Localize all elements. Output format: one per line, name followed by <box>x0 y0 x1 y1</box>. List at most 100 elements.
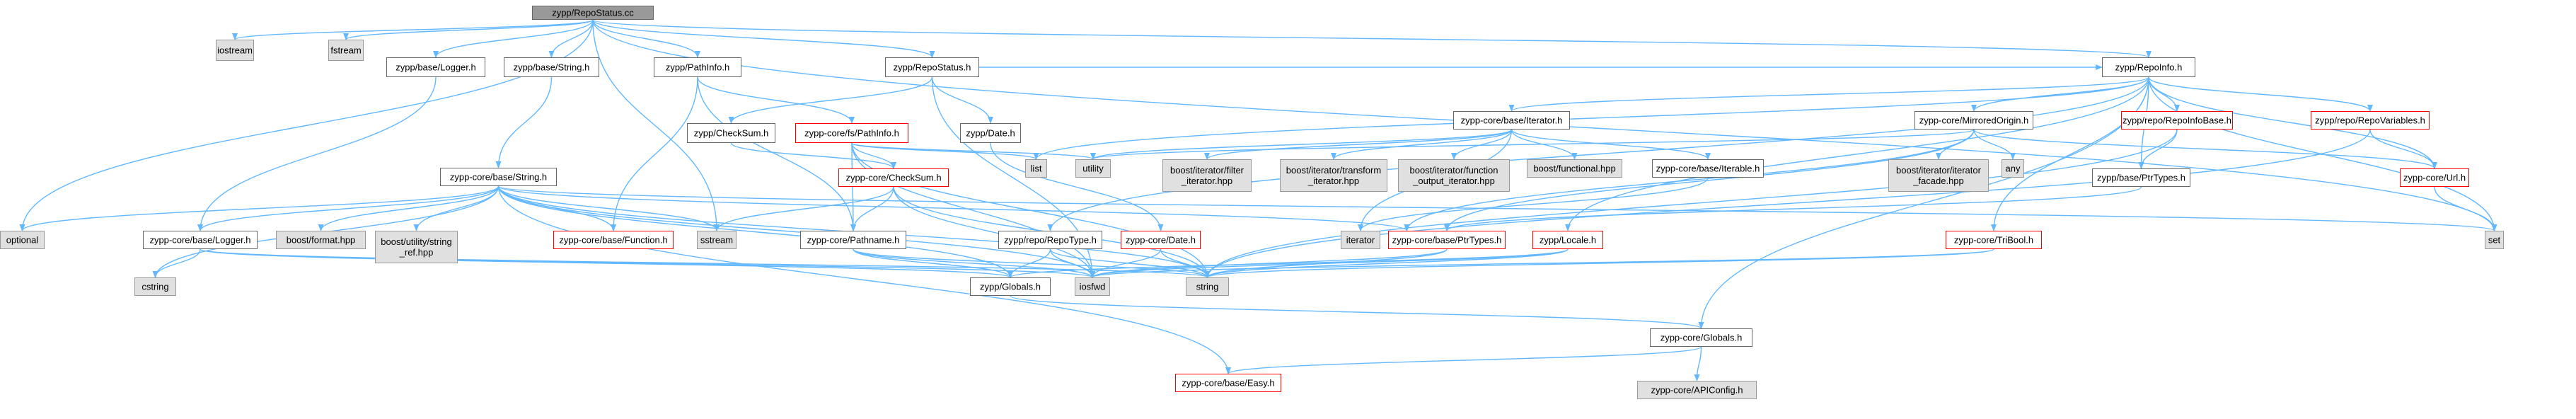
node-label: boost/iterator/function <box>1409 165 1498 176</box>
node-core-string[interactable]: zypp-core/base/String.h <box>440 168 557 186</box>
node-core-logger[interactable]: zypp-core/base/Logger.h <box>143 231 258 249</box>
node-box <box>960 123 1021 143</box>
edge-core_logger-to-iosfwd <box>200 248 1095 278</box>
node-fs-pathinfo[interactable]: zypp-core/fs/PathInfo.h <box>795 123 908 143</box>
edge-repoinfo_h-to-locale_h <box>1565 76 2149 231</box>
node-box <box>143 231 258 249</box>
edge-locale_h-to-globals_h <box>1007 248 1569 278</box>
edge-base_string-to-core_string <box>495 76 553 168</box>
node-repoinfo-h[interactable]: zypp/RepoInfo.h <box>2102 57 2195 77</box>
edge-reposta_cc-to-optional <box>19 19 594 231</box>
node-label: zypp/base/Logger.h <box>395 62 475 73</box>
node-label: zypp/PathInfo.h <box>666 62 729 73</box>
node-core-iterable[interactable]: zypp-core/base/Iterable.h <box>1652 159 1764 178</box>
node-box <box>2002 159 2024 178</box>
node-box <box>1637 381 1757 399</box>
node-tribool[interactable]: zypp-core/TriBool.h <box>1946 231 2042 249</box>
node-base-logger[interactable]: zypp/base/Logger.h <box>386 57 485 77</box>
node-label: set <box>2488 235 2501 246</box>
node-boost-functional: boost/functional.hpp <box>1527 159 1622 178</box>
node-label: zypp-core/CheckSum.h <box>845 173 941 183</box>
node-label: boost/iterator/transform <box>1286 165 1381 176</box>
node-label: sstream <box>700 235 733 246</box>
node-label: _iterator.hpp <box>1181 176 1232 186</box>
edge-repo_repotype-to-string <box>1049 248 1211 278</box>
edge-checksum_h-to-core_checksum <box>730 142 896 169</box>
node-label: zypp/base/PtrTypes.h <box>2097 173 2185 183</box>
edge-core_string-to-optional <box>19 185 499 231</box>
node-date-h[interactable]: zypp/Date.h <box>960 123 1021 143</box>
node-reposta-cc[interactable]: zypp/RepoStatus.cc <box>532 6 654 20</box>
node-label: any <box>2006 163 2021 174</box>
node-label: zypp-core/base/Iterable.h <box>1656 163 1760 174</box>
node-string: string <box>1186 277 1229 296</box>
edge-repostatus_h-to-checksum_h <box>728 76 933 124</box>
edge-reposta_cc-to-repostatus_h <box>592 19 935 58</box>
edge-reposta_cc-to-repoinfo_h <box>592 19 2152 58</box>
node-base-string[interactable]: zypp/base/String.h <box>504 57 599 77</box>
node-box <box>1175 374 1281 392</box>
edge-repoinfobase-to-base_ptrtypes <box>2138 129 2178 169</box>
node-globals-h[interactable]: zypp/Globals.h <box>970 277 1051 296</box>
edge-fs_pathinfo-to-iosfwd <box>851 142 1095 278</box>
edge-locale_h-to-string <box>1204 248 1569 278</box>
node-base-ptrtypes[interactable]: zypp/base/PtrTypes.h <box>2092 168 2190 187</box>
edge-core_string-to-iosfwd <box>497 185 1095 278</box>
node-label: zypp/Locale.h <box>1540 235 1596 246</box>
node-box <box>1398 159 1510 192</box>
edge-pathinfo-to-core_function <box>611 76 698 231</box>
node-repovars[interactable]: zypp/repo/RepoVariables.h <box>2311 111 2430 130</box>
node-repo-repotype[interactable]: zypp/repo/RepoType.h <box>998 231 1102 249</box>
node-core-url[interactable]: zypp-core/Url.h <box>2400 168 2469 187</box>
node-optional: optional <box>0 231 45 249</box>
node-mirrored[interactable]: zypp-core/MirroredOrigin.h <box>1914 111 2033 130</box>
edge-globals_h-to-core_globals <box>1010 295 1704 329</box>
edge-core_iterator-to-bi_filter <box>1204 129 1513 160</box>
node-box <box>697 231 737 249</box>
node-label: zypp-core/Url.h <box>2403 173 2466 183</box>
node-iterator: iterator <box>1341 231 1380 249</box>
node-repostatus-h[interactable]: zypp/RepoStatus.h <box>885 57 979 77</box>
node-boost-string-ref: boost/utility/string_ref.hpp <box>375 231 458 263</box>
edge-core_string-to-globals_h <box>497 185 1013 278</box>
node-checksum-h[interactable]: zypp/CheckSum.h <box>687 123 775 143</box>
node-core-ptrtypes[interactable]: zypp-core/base/PtrTypes.h <box>1388 231 1506 249</box>
node-core-date[interactable]: zypp-core/Date.h <box>1121 231 1201 249</box>
node-box <box>1388 231 1506 249</box>
edges-layer <box>19 19 2497 381</box>
node-label: zypp/Globals.h <box>980 282 1041 292</box>
node-box <box>375 231 458 263</box>
node-box <box>800 231 906 249</box>
node-locale-h[interactable]: zypp/Locale.h <box>1532 231 1603 249</box>
node-label: iostream <box>217 45 253 56</box>
node-box <box>998 231 1102 249</box>
node-core-checksum[interactable]: zypp-core/CheckSum.h <box>838 168 949 187</box>
node-label: _ref.hpp <box>399 247 434 258</box>
edge-core_iterable-to-iterator <box>1358 177 1709 231</box>
node-repoinfobase[interactable]: zypp/repo/RepoInfoBase.h <box>2121 111 2233 130</box>
node-box <box>795 123 908 143</box>
node-box <box>216 40 254 61</box>
node-label: zypp-core/base/Logger.h <box>149 235 250 246</box>
node-box <box>1914 111 2033 130</box>
node-box <box>1532 231 1603 249</box>
node-core-function[interactable]: zypp-core/base/Function.h <box>553 231 674 249</box>
node-pathinfo[interactable]: zypp/PathInfo.h <box>654 57 741 77</box>
node-box <box>134 277 176 296</box>
node-core-easy[interactable]: zypp-core/base/Easy.h <box>1175 374 1281 392</box>
edge-fs_pathinfo-to-list <box>851 142 1039 160</box>
node-core-apiconfig: zypp-core/APIConfig.h <box>1637 381 1757 399</box>
node-core-iterator[interactable]: zypp-core/base/Iterator.h <box>1453 111 1570 130</box>
node-label: zypp/RepoStatus.cc <box>552 8 634 18</box>
node-label: zypp-core/Globals.h <box>1660 333 1743 343</box>
node-box <box>1280 159 1387 192</box>
node-bi-facade: boost/iterator/iterator_facade.hpp <box>1888 159 1989 192</box>
node-box <box>328 40 364 61</box>
node-core-pathname[interactable]: zypp-core/Pathname.h <box>800 231 906 249</box>
node-cstring: cstring <box>134 277 176 296</box>
edge-locale_h-to-iosfwd <box>1090 248 1569 278</box>
node-boost-format: boost/format.hpp <box>276 231 366 249</box>
node-core-globals[interactable]: zypp-core/Globals.h <box>1650 328 1752 347</box>
edge-reposta_cc-to-base_logger <box>433 19 594 58</box>
node-label: boost/iterator/filter <box>1170 165 1244 176</box>
